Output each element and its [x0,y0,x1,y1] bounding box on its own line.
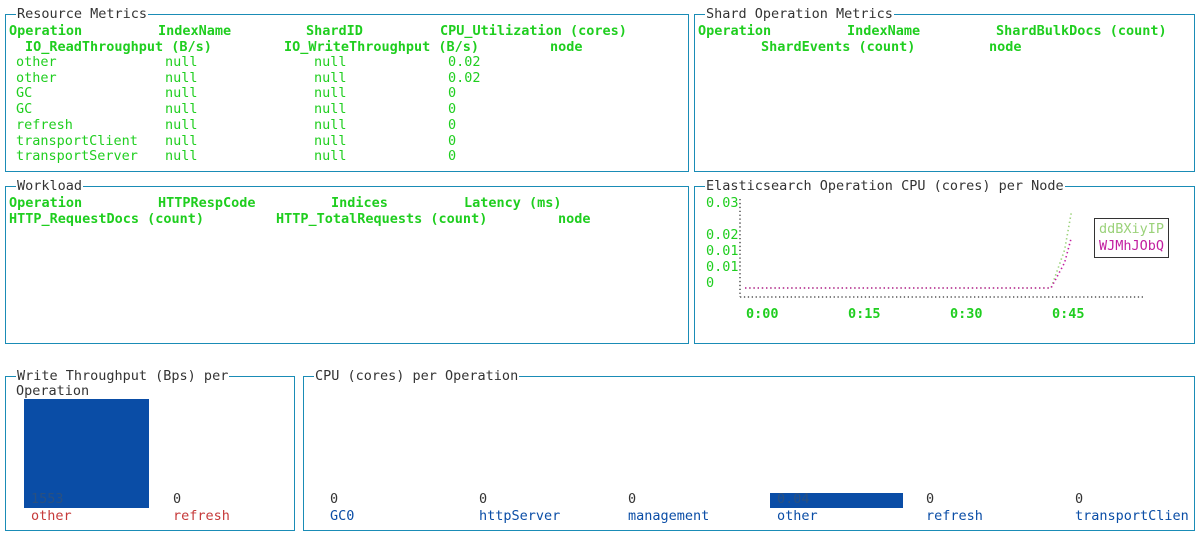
x-tick-label: 0:15 [848,306,881,322]
bar-category-label: httpServer [479,508,561,524]
resource-metrics-title: Resource Metrics [16,6,149,23]
series-line-ddbxiyip [745,211,1073,289]
bar-value-label: 1553 [31,491,64,507]
bar-other[interactable] [24,399,149,508]
col-header-io-write[interactable]: IO_WriteThroughput (B/s) [284,39,480,55]
shard-operation-metrics-title: Shard Operation Metrics [705,6,894,23]
x-tick-label: 0:45 [1052,306,1085,322]
table-cell: null [165,54,198,70]
col-header-indexname[interactable]: IndexName [158,23,232,39]
col-header-node[interactable]: node [558,211,591,227]
table-cell: other [16,54,57,70]
table-cell: transportClient [16,132,138,149]
table-cell: null [165,69,198,86]
table-cell: 0 [448,132,457,149]
bar-category-label: other [777,508,818,524]
table-cell: 0 [448,116,457,133]
bar-value-label: 0 [173,491,182,507]
bar-value-label: 0.04 [777,491,810,507]
es-cpu-line-chart [739,199,1145,298]
col-header-operation[interactable]: Operation [698,23,772,39]
bar-category-label: transportClien [1075,508,1189,524]
table-cell: null [314,85,347,102]
table-cell: GC [16,101,33,118]
bar-value-label: 0 [330,491,339,507]
legend-item-ddbxiyip[interactable]: ddBXiyIP [1099,221,1165,237]
es-cpu-chart-title: Elasticsearch Operation CPU (cores) per … [705,178,1065,195]
table-cell: GC [16,85,33,102]
bar-category-label: refresh [173,508,230,524]
chart-legend: ddBXiyIP WJMhJObQ [1094,218,1170,258]
col-header-cpu-utilization[interactable]: CPU_Utilization (cores) [440,23,627,39]
bar-category-label: management [628,508,710,524]
table-cell: 0.02 [448,54,481,70]
table-cell: null [314,54,347,70]
table-cell: null [314,148,347,165]
resource-metrics-panel: Resource Metrics Operation IndexName Sha… [5,6,689,172]
bar-category-label: GC0 [330,508,355,524]
x-tick-label: 0:30 [950,306,983,322]
y-tick-label: 0.03 [706,195,739,211]
write-throughput-title: Write Throughput (Bps) per [16,368,230,385]
table-cell: null [165,116,198,133]
col-header-shardevents[interactable]: ShardEvents (count) [761,39,916,55]
col-header-node[interactable]: node [989,39,1022,55]
workload-panel: Workload Operation HTTPRespCode Indices … [5,178,689,344]
col-header-http-requestdocs[interactable]: HTTP_RequestDocs (count) [9,211,205,227]
series-line-wjmhjobq [745,237,1073,289]
table-cell: 0 [448,85,457,102]
workload-title: Workload [16,178,84,195]
table-cell: null [314,132,347,149]
table-cell: null [314,116,347,133]
bar-other[interactable] [770,493,903,508]
bar-category-label: refresh [926,508,983,524]
col-header-shardid[interactable]: ShardID [306,23,363,39]
col-header-node[interactable]: node [550,39,583,55]
table-cell: refresh [16,116,73,133]
table-cell: null [314,69,347,86]
table-cell: 0 [448,148,457,165]
es-cpu-chart-panel: Elasticsearch Operation CPU (cores) per … [694,178,1195,344]
col-header-latency[interactable]: Latency (ms) [464,195,562,211]
bar-value-label: 0 [628,491,637,507]
col-header-operation[interactable]: Operation [9,23,83,39]
bar-value-label: 0 [479,491,488,507]
col-header-http-totalrequests[interactable]: HTTP_TotalRequests (count) [276,211,488,227]
col-header-shardbulkdocs[interactable]: ShardBulkDocs (count) [996,23,1167,39]
table-cell: null [165,132,198,149]
x-tick-label: 0:00 [746,306,779,322]
table-cell: 0.02 [448,69,481,86]
write-throughput-panel: Write Throughput (Bps) per Operation 155… [5,368,295,531]
table-cell: null [165,148,198,165]
bar-value-label: 0 [1075,491,1084,507]
shard-operation-metrics-panel: Shard Operation Metrics Operation IndexN… [694,6,1195,172]
col-header-indices[interactable]: Indices [331,195,388,211]
y-tick-label: 0.02 [706,227,739,243]
col-header-httprespcode[interactable]: HTTPRespCode [158,195,256,211]
col-header-indexname[interactable]: IndexName [847,23,921,39]
y-tick-label: 0.01 [706,243,739,259]
bar-category-label: other [31,508,72,524]
col-header-operation[interactable]: Operation [9,195,83,211]
table-cell: other [16,69,57,86]
write-throughput-title-line2: Operation [16,383,90,399]
legend-item-wjmhjobq[interactable]: WJMhJObQ [1099,238,1165,254]
table-cell: transportServer [16,148,138,165]
table-cell: 0 [448,101,457,118]
table-cell: null [314,101,347,118]
y-tick-label: 0 [706,275,715,291]
table-cell: null [165,85,198,102]
y-tick-label: 0.01 [706,259,739,275]
write-throughput-title-line1: Write Throughput (Bps) per [17,368,229,384]
cpu-per-operation-title: CPU (cores) per Operation [314,368,520,385]
table-cell: null [165,101,198,118]
col-header-io-read[interactable]: IO_ReadThroughput (B/s) [25,39,212,55]
bar-value-label: 0 [926,491,935,507]
